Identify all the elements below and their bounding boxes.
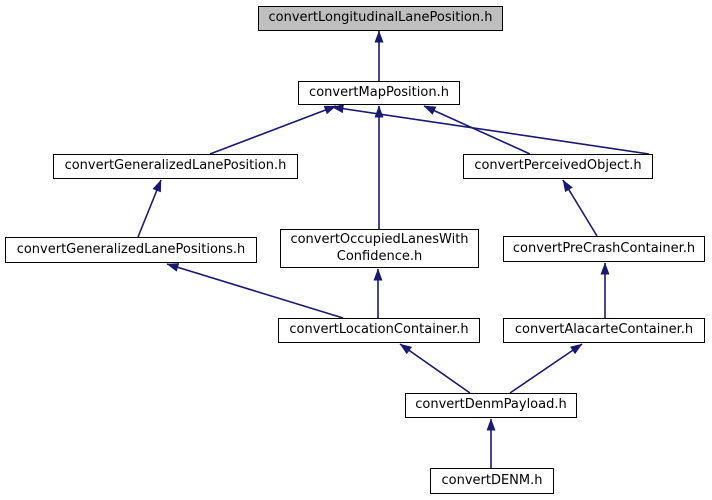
edge-convertGeneralizedLanePositions-to-convertGeneralizedLanePosition <box>137 179 162 238</box>
node-convertGeneralizedLanePosition-h[interactable]: convertGeneralizedLanePosition.h <box>53 154 298 179</box>
node-convertOccupiedLanesWithConfidence-h[interactable]: convertOccupiedLanesWith Confidence.h <box>280 229 479 268</box>
node-convertDenmPayload-h[interactable]: convertDenmPayload.h <box>405 393 577 418</box>
node-convertPerceivedObject-h[interactable]: convertPerceivedObject.h <box>463 154 653 179</box>
node-convertMapPosition-h[interactable]: convertMapPosition.h <box>298 81 460 105</box>
edge-convertPreCrashContainer-to-convertPerceivedObject <box>562 179 598 237</box>
edge-convertDenmPayload-to-convertLocationContainer <box>399 343 471 394</box>
node-convertAlacarteContainer-h[interactable]: convertAlacarteContainer.h <box>503 318 705 343</box>
node-convertLocationContainer-h[interactable]: convertLocationContainer.h <box>278 318 480 343</box>
node-convertPreCrashContainer-h[interactable]: convertPreCrashContainer.h <box>503 236 705 262</box>
edge-convertDenmPayload-to-convertAlacarteContainer <box>509 343 583 394</box>
node-convertDENM-h[interactable]: convertDENM.h <box>430 468 554 494</box>
edge-convertGeneralizedLanePosition-to-convertMapPosition <box>209 105 337 155</box>
node-convertLongitudinalLanePosition-h: convertLongitudinalLanePosition.h <box>258 6 503 31</box>
edge-convertPerceivedObject-to-convertMapPosition <box>423 105 531 155</box>
edge-convertPerceivedObject-to-convertMapPosition-long <box>331 104 650 155</box>
node-convertGeneralizedLanePositions-h[interactable]: convertGeneralizedLanePositions.h <box>5 237 257 263</box>
edge-convertLocationContainer-to-convertGeneralizedLanePositions <box>166 263 344 319</box>
